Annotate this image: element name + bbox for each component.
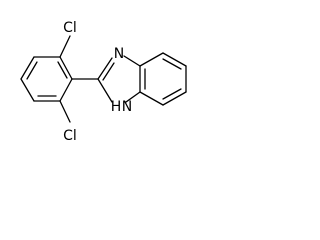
bond-c7a-n1 — [125, 91, 141, 103]
imidazole-ring — [97, 55, 141, 103]
bond-c1-c2 — [59, 78, 73, 102]
bond-c2-n3 — [97, 57, 113, 80]
fused-benzene-ring — [139, 52, 187, 106]
bond-c4-c5-inner — [26, 61, 38, 80]
bond-c4-c5 — [162, 52, 187, 67]
bond-c6-c7-inner — [162, 88, 182, 100]
bond-c2-n3-double — [102, 62, 115, 81]
chlorine-bottom-label: Cl — [63, 128, 77, 144]
amine-hydrogen-label: H — [111, 99, 122, 115]
bond-c6-c1 — [59, 56, 73, 80]
bond-c6-cl-top — [59, 35, 71, 58]
imine-nitrogen-label: N — [114, 46, 124, 62]
bond-c6-c7 — [162, 91, 187, 106]
chlorine-top-label: Cl — [63, 20, 77, 36]
amine-nitrogen-label: N — [122, 99, 132, 115]
bond-c3a-c4 — [139, 52, 164, 67]
bond-c7-c7a — [139, 91, 164, 106]
bond-c4-c5 — [20, 56, 35, 80]
bond-n3-c3a — [123, 55, 141, 67]
bond-n1-c2 — [97, 78, 113, 103]
bond-c4-c5-inner — [162, 58, 182, 70]
molecule-structure: Cl Cl N N H — [20, 20, 187, 144]
bond-c6-c1-inner — [57, 61, 68, 79]
dichlorophenyl-ring — [20, 56, 73, 102]
bond-c2-cl-bottom — [59, 100, 71, 123]
bond-c3-c4 — [20, 78, 35, 102]
